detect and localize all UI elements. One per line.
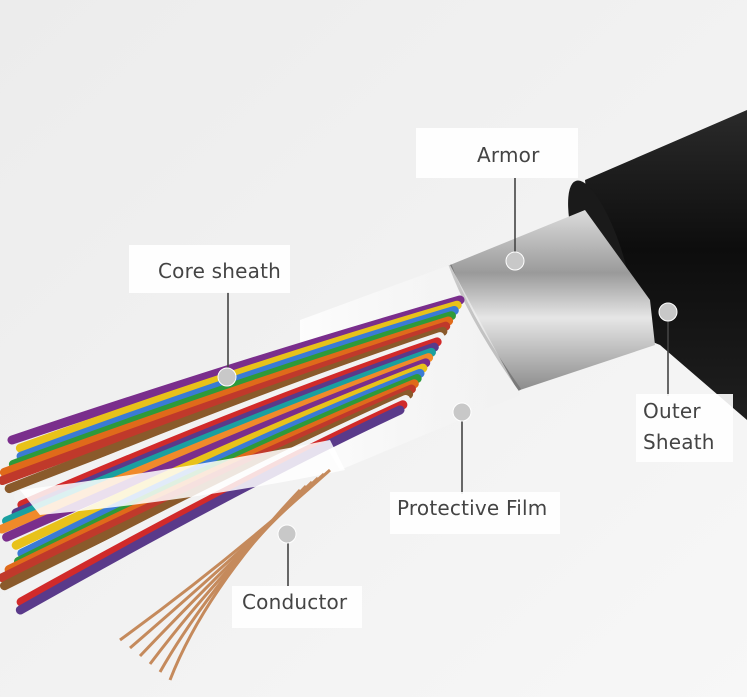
conductor-marker xyxy=(277,524,297,544)
armor-layer xyxy=(450,210,655,390)
conductor-label-box xyxy=(232,586,362,628)
outer-sheath-label-line1: Outer xyxy=(643,399,701,423)
wire xyxy=(15,405,405,615)
armor-label: Armor xyxy=(477,143,540,167)
outer-sheath-label-box xyxy=(636,394,733,462)
copper-conductors xyxy=(119,468,332,681)
wire xyxy=(7,295,465,445)
outer-sheath-marker xyxy=(658,302,678,322)
conductor-label: Conductor xyxy=(242,590,348,614)
protective-film-marker xyxy=(452,402,472,422)
armor-label-box xyxy=(416,128,578,178)
protective-film-label-box xyxy=(390,492,560,534)
leader-lines xyxy=(227,178,669,586)
protective-film-label: Protective Film xyxy=(397,496,548,520)
copper-wire xyxy=(168,488,302,681)
core-sheath-label: Core sheath xyxy=(158,259,282,283)
core-sheath-marker xyxy=(217,367,237,387)
core-sheath-label-box xyxy=(129,245,290,293)
wire xyxy=(15,300,462,453)
core-sheath-tape xyxy=(20,440,345,515)
marker-dots xyxy=(217,251,678,544)
outer-sheath xyxy=(585,110,747,420)
armor-marker xyxy=(505,251,525,271)
outer-sheath-label-line2: Sheath xyxy=(643,430,715,454)
